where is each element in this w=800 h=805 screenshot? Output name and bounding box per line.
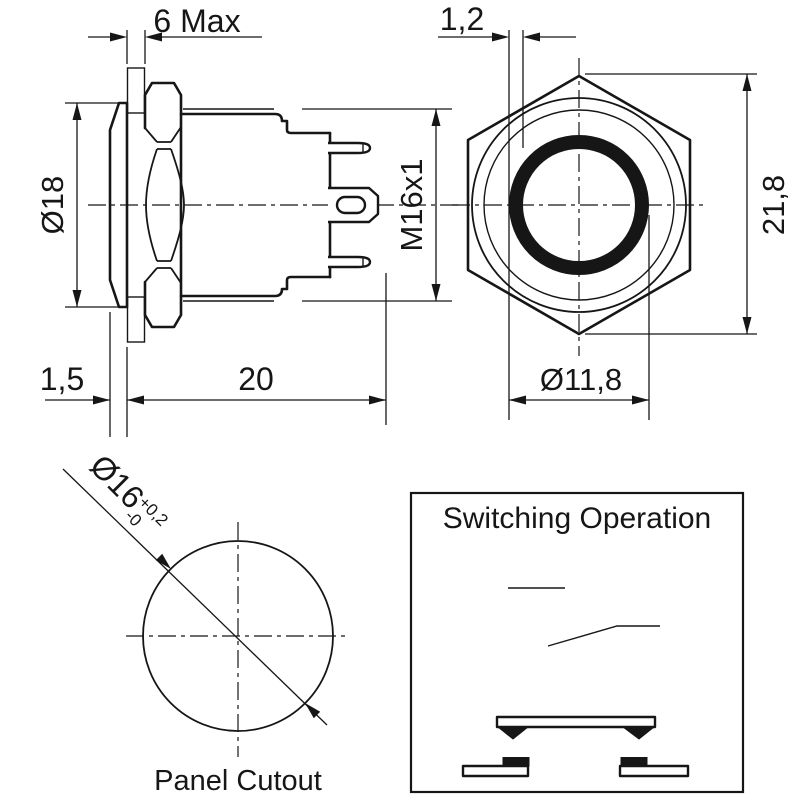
contact-pad-right: [620, 757, 648, 767]
plunger-tip-right: [621, 726, 656, 740]
switching-operation-title: Switching Operation: [443, 502, 711, 535]
contact-pad-left: [502, 757, 530, 767]
switch-body: [179, 108, 332, 302]
label-ring-width: 1,2: [440, 1, 484, 37]
dim-ring-diameter: Ø11,8: [509, 215, 650, 420]
panel-cutout-caption: Panel Cutout: [154, 765, 322, 797]
led-ring: [509, 135, 649, 275]
label-bezel-diameter: Ø18: [35, 176, 70, 235]
plunger-tip-left: [496, 726, 530, 740]
plunger-bar: [495, 715, 657, 729]
terminal-base-left: [461, 764, 530, 778]
dim-panel-thickness: 6 Max: [88, 3, 262, 64]
panel-section-top-hatch: [126, 67, 146, 114]
dim-cutout-diameter: Ø16 +0,2 -0: [62, 447, 328, 726]
thread-circle: [483, 109, 675, 301]
label-thread: M16x1: [394, 158, 429, 251]
hex-nut-side: [143, 81, 185, 329]
dim-ring-width: 1,2: [438, 1, 576, 420]
side-view-section: 6 Max Ø18 1,5 20: [35, 3, 458, 437]
switching-operation-box: [409, 491, 745, 794]
bezel-circle: [471, 97, 687, 313]
panel-section-bottom-hatch: [126, 296, 146, 343]
terminal-base-right: [618, 764, 690, 778]
label-panel-thickness: 6 Max: [153, 3, 240, 39]
dim-bezel-diameter: Ø18: [35, 102, 120, 308]
terminal-pin-bottom: [328, 255, 372, 269]
terminal-slot: [335, 195, 367, 215]
dim-length: 1,5 20: [40, 273, 387, 437]
label-body-length: 20: [238, 361, 274, 397]
panel-cutout-section: Ø16 +0,2 -0 Panel Cutout: [62, 447, 350, 797]
label-bezel-height: 1,5: [40, 361, 84, 397]
dim-across-corners: 21,8: [585, 73, 791, 335]
label-ring-diameter: Ø11,8: [540, 362, 622, 397]
hex-nut-front: [466, 74, 692, 336]
dim-thread: M16x1: [302, 108, 452, 302]
label-across-corners: 21,8: [756, 175, 791, 235]
switching-operation-section: Switching Operation: [409, 491, 745, 794]
terminals: [328, 141, 380, 269]
front-view-section: 1,2 21,8 Ø11,8: [438, 1, 791, 420]
cutout-circle: [142, 540, 334, 732]
switch-schematic: [461, 587, 690, 778]
moving-contact-line: [547, 625, 660, 647]
terminal-pin-top: [328, 141, 372, 155]
